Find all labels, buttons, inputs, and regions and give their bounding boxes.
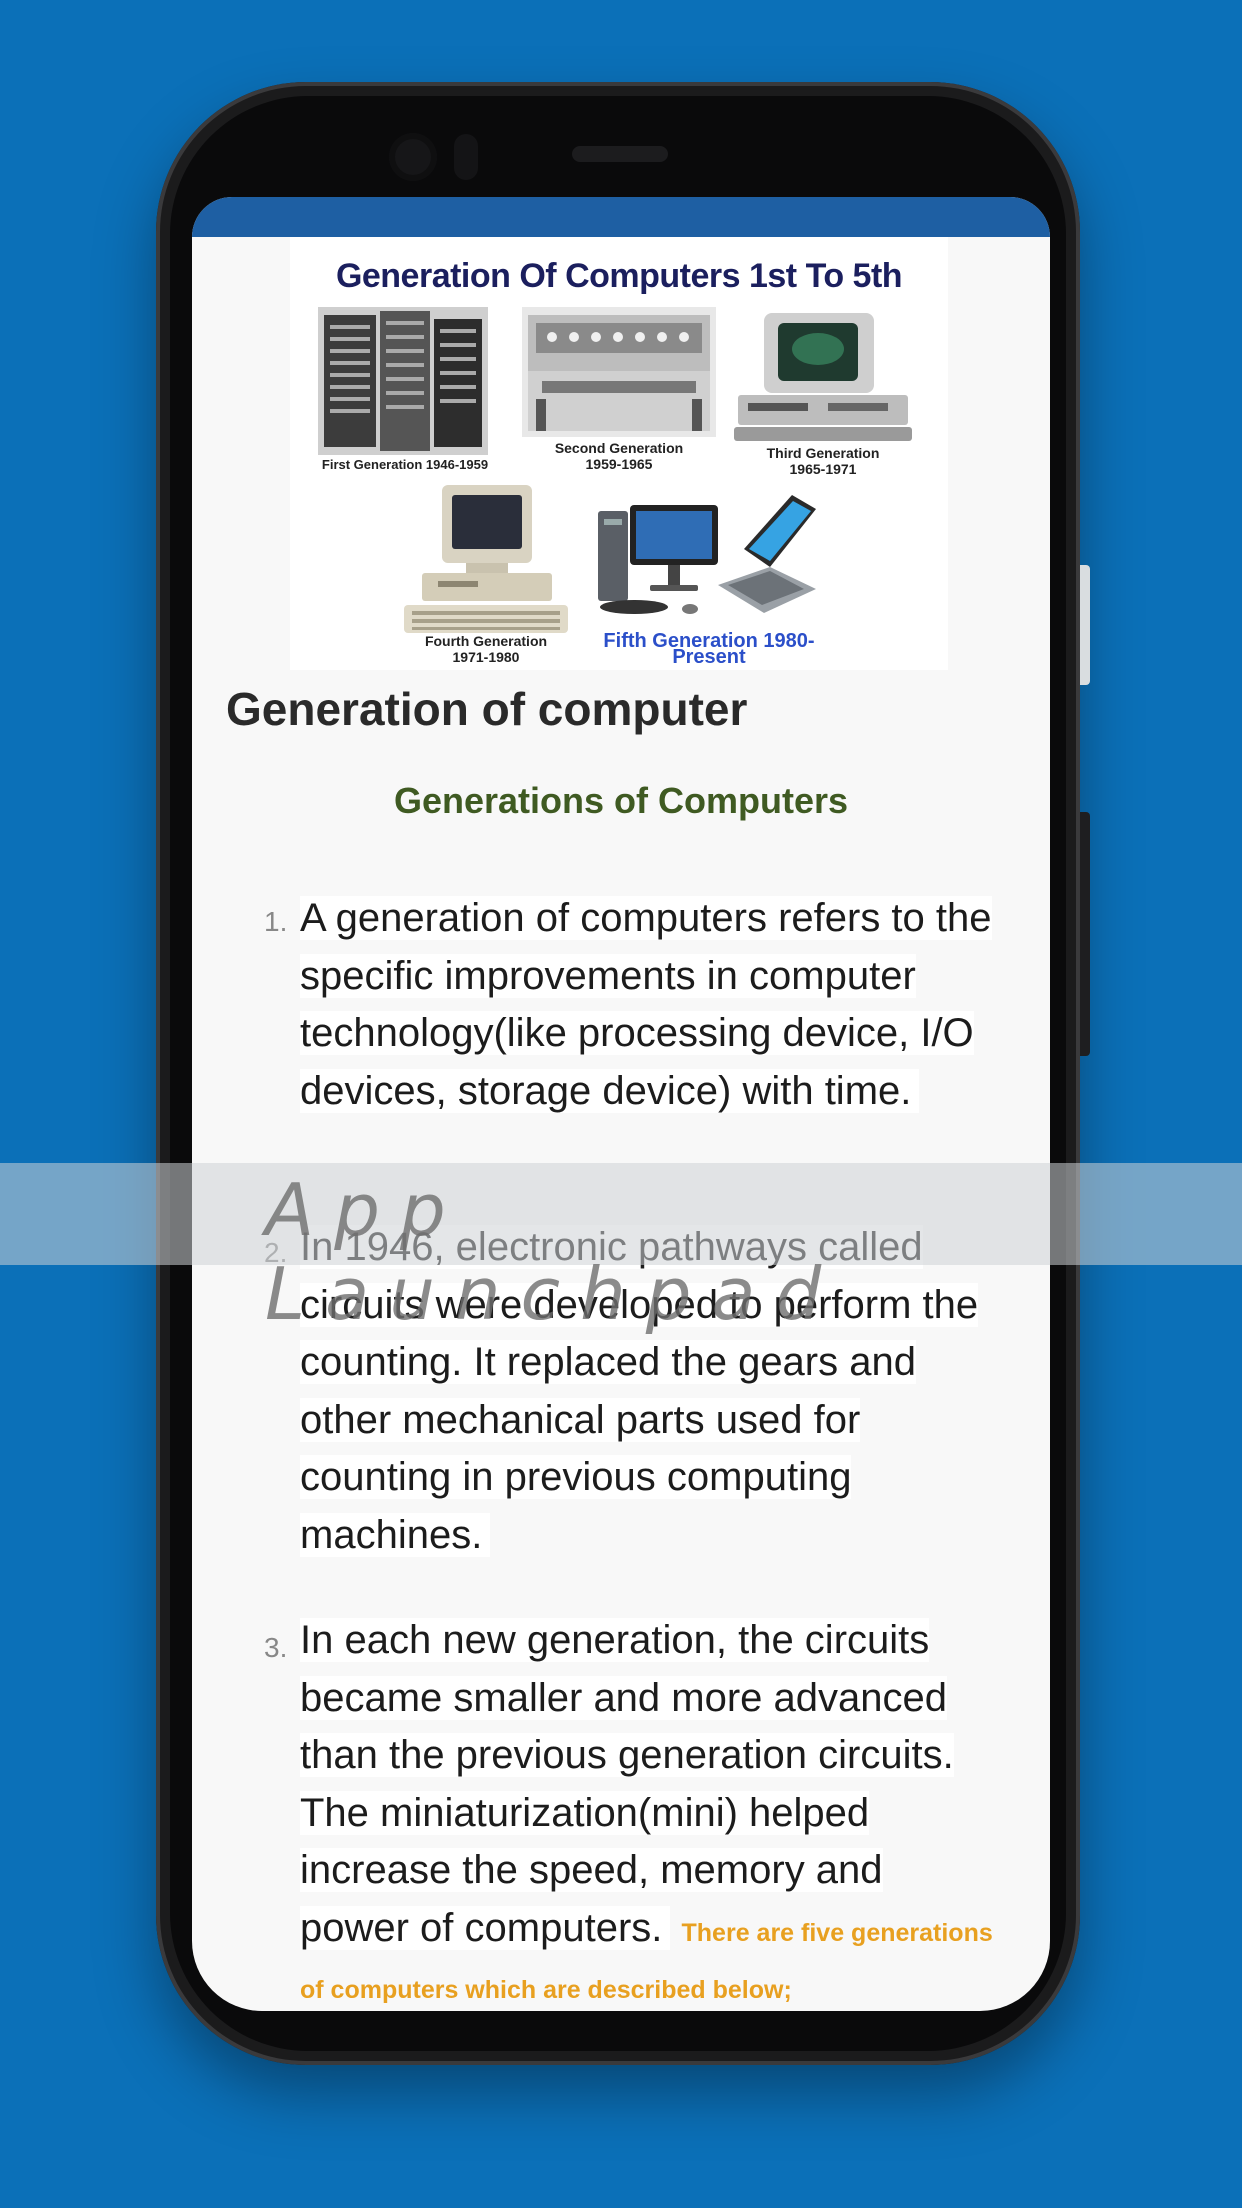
third-generation-caption: Third Generation 1965-1971	[766, 445, 880, 477]
third-generation-computer-image	[728, 309, 918, 443]
power-button	[1080, 565, 1090, 685]
second-generation-caption: Second Generation 1959-1965	[554, 440, 684, 472]
front-camera-icon	[389, 133, 437, 181]
earpiece-speaker	[572, 146, 668, 162]
list-item-text: A generation of computers refers to the …	[300, 890, 1000, 1120]
hero-title: Generation Of Computers 1st To 5th	[335, 257, 903, 295]
sensor-icon	[454, 134, 478, 180]
list-item-number: 1.	[264, 906, 288, 937]
second-generation-computer-image	[522, 307, 716, 437]
watermark-band	[0, 1163, 1242, 1265]
fifth-generation-caption: Fifth Generation 1980- Present	[603, 630, 815, 668]
list-item-text-body: In each new generation, the circuits bec…	[300, 1618, 954, 1950]
fourth-generation-computer-image	[398, 481, 574, 641]
volume-button	[1080, 812, 1090, 1056]
generations-hero-image: Generation Of Computers 1st To 5th First…	[290, 237, 948, 670]
fourth-generation-caption: Fourth Generation 1971-1980	[424, 633, 548, 665]
list-item-note: There are five generations of computers …	[300, 1918, 993, 2005]
watermark-text: App Launchpad	[265, 1168, 842, 1336]
fifth-generation-computer-image	[594, 489, 824, 625]
list-item-text: In each new generation, the circuits bec…	[300, 1612, 1000, 2011]
status-bar	[192, 197, 1050, 237]
first-generation-caption: First Generation 1946-1959	[321, 457, 489, 472]
section-subheading: Generations of Computers	[393, 780, 849, 821]
list-item-number: 3.	[264, 1632, 288, 1663]
app-screen: Generation Of Computers 1st To 5th First…	[192, 197, 1050, 2011]
page-title: Generation of computer	[226, 683, 748, 735]
list-item-text-body: A generation of computers refers to the …	[300, 896, 992, 1113]
first-generation-computer-image	[318, 307, 488, 455]
